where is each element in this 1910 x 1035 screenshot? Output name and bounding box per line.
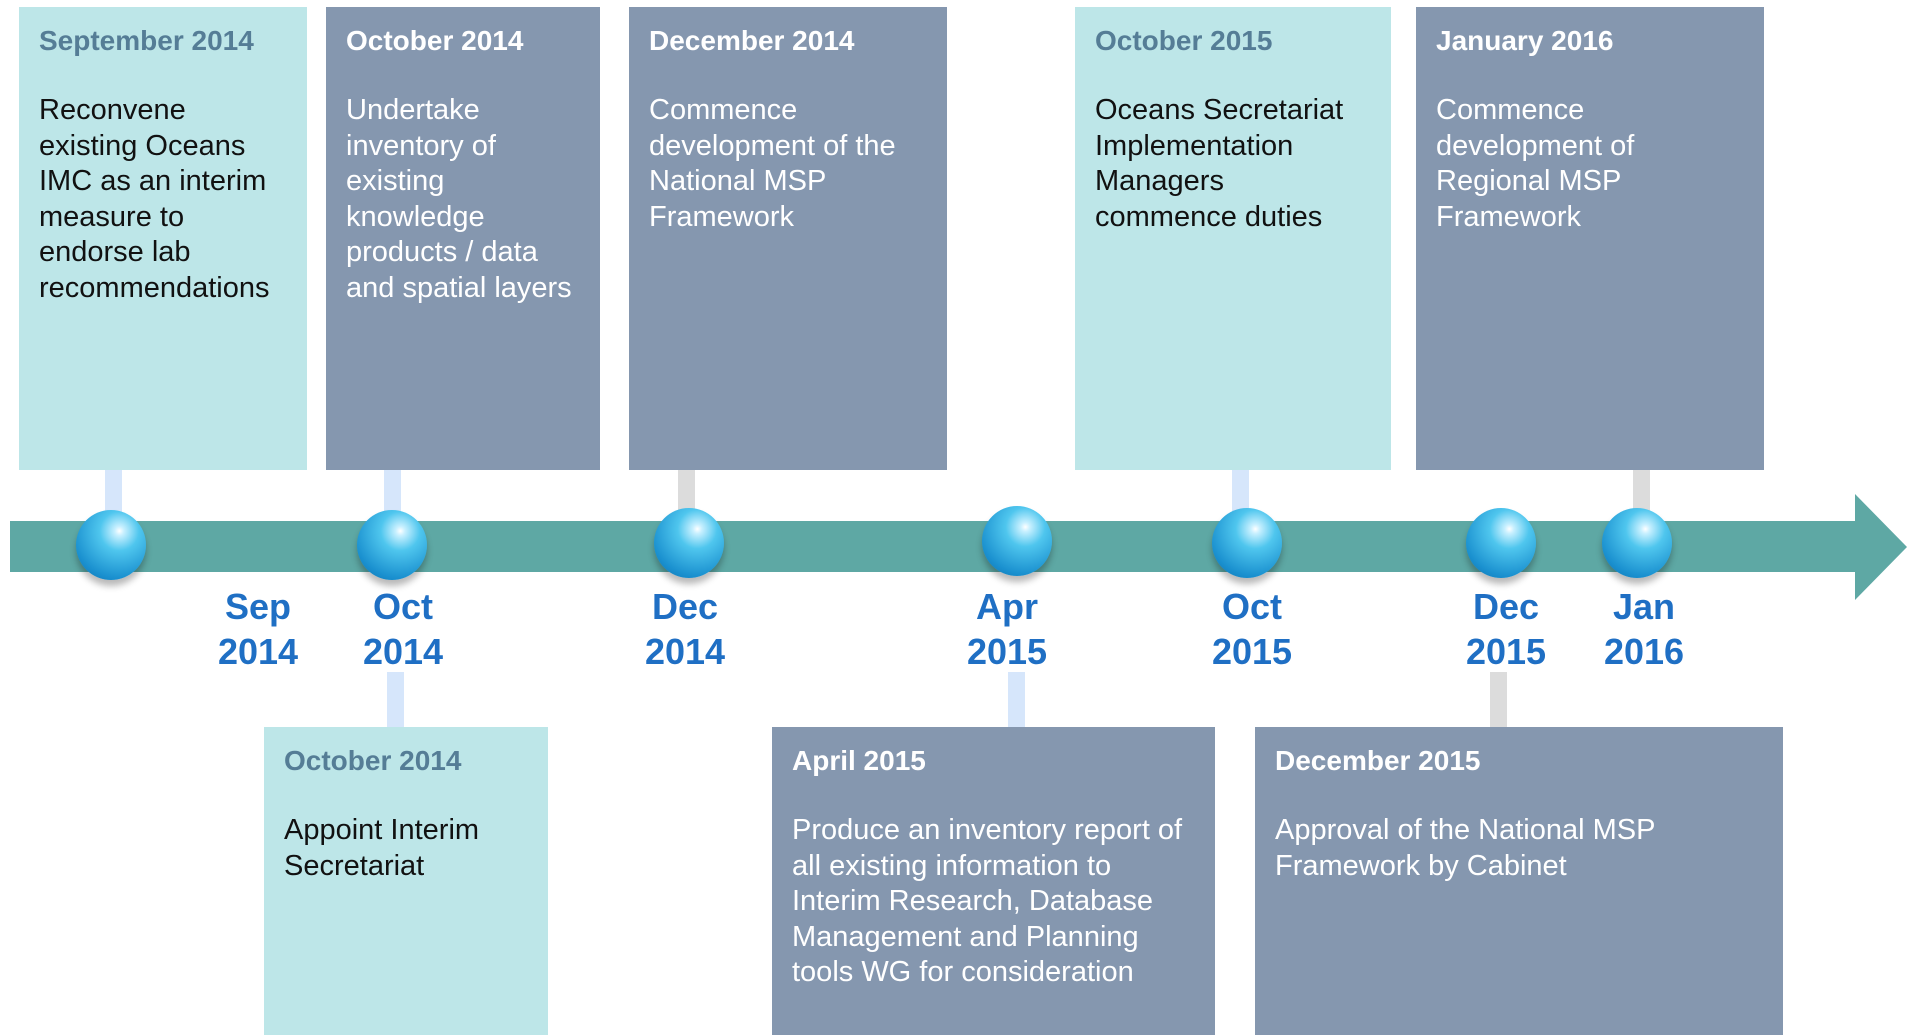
- timeline-label-year: 2015: [1211, 631, 1293, 672]
- event-card-description: Produce an inventory report of all exist…: [792, 814, 1183, 988]
- event-card-description: Commence development of the National MSP…: [649, 94, 896, 233]
- event-card-september-2014: September 2014 Reconvene existing Oceans…: [19, 7, 307, 470]
- timeline-label-month: Dec: [1472, 586, 1540, 627]
- timeline-date-label-jan-2016: Jan 2016: [1564, 584, 1724, 674]
- event-card-title: October 2015: [1095, 25, 1273, 56]
- timeline-label-year: 2015: [966, 631, 1048, 672]
- event-card-description: Undertake inventory of existing knowledg…: [346, 94, 572, 304]
- timeline-date-label-apr-2015: Apr 2015: [927, 584, 1087, 674]
- event-card-december-2015: December 2015 Approval of the National M…: [1255, 727, 1783, 1035]
- timeline-label-year: 2014: [644, 631, 726, 672]
- timeline-label-year: 2015: [1465, 631, 1547, 672]
- timeline-date-label-dec-2015: Dec 2015: [1426, 584, 1586, 674]
- event-card-october-2014-secretariat: October 2014 Appoint Interim Secretariat: [264, 727, 548, 1035]
- timeline-arrowhead: [1855, 494, 1907, 600]
- timeline-label-month: Oct: [1221, 586, 1282, 627]
- event-card-october-2014: October 2014 Undertake inventory of exis…: [326, 7, 600, 470]
- connector-apr-2015-bottom: [1008, 672, 1025, 732]
- timeline-label-month: Sep: [224, 586, 292, 627]
- event-card-title: October 2014: [284, 745, 462, 776]
- timeline-marker-oct-2015: [1212, 508, 1282, 578]
- timeline-date-label-sep-2014: Sep 2014: [178, 584, 338, 674]
- timeline-marker-apr-2015: [982, 506, 1052, 576]
- timeline-date-label-dec-2014: Dec 2014: [605, 584, 765, 674]
- timeline-marker-dec-2015: [1466, 508, 1536, 578]
- connector-dec-2015-bottom: [1490, 672, 1507, 732]
- event-card-description: Approval of the National MSP Framework b…: [1275, 814, 1655, 882]
- event-card-january-2016: January 2016 Commence development of Reg…: [1416, 7, 1764, 470]
- timeline-date-label-oct-2014: Oct 2014: [323, 584, 483, 674]
- timeline-marker-dec-2014: [654, 508, 724, 578]
- event-card-october-2015: October 2015 Oceans Secretariat Implemen…: [1075, 7, 1391, 470]
- event-card-description: Commence development of Regional MSP Fra…: [1436, 94, 1635, 233]
- timeline-marker-jan-2016: [1602, 508, 1672, 578]
- event-card-april-2015: April 2015 Produce an inventory report o…: [772, 727, 1215, 1035]
- timeline-label-month: Jan: [1612, 586, 1676, 627]
- timeline-label-month: Apr: [976, 586, 1038, 627]
- connector-oct-2014-bottom: [387, 672, 404, 732]
- timeline-date-label-oct-2015: Oct 2015: [1172, 584, 1332, 674]
- event-card-description: Appoint Interim Secretariat: [284, 814, 480, 882]
- timeline-label-month: Dec: [651, 586, 719, 627]
- event-card-title: December 2015: [1275, 745, 1481, 776]
- event-card-title: October 2014: [346, 25, 524, 56]
- event-card-title: December 2014: [649, 25, 855, 56]
- timeline-label-year: 2016: [1603, 631, 1685, 672]
- timeline-axis: [10, 521, 1858, 572]
- timeline-label-year: 2014: [362, 631, 444, 672]
- event-card-description: Reconvene existing Oceans IMC as an inte…: [39, 94, 270, 304]
- event-card-description: Oceans Secretariat Implementation Manage…: [1095, 94, 1344, 233]
- event-card-december-2014: December 2014 Commence development of th…: [629, 7, 947, 470]
- timeline-marker-sep-2014: [76, 510, 146, 580]
- timeline-marker-oct-2014: [357, 510, 427, 580]
- timeline-label-year: 2014: [217, 631, 299, 672]
- timeline-label-month: Oct: [372, 586, 433, 627]
- event-card-title: September 2014: [39, 25, 254, 56]
- event-card-title: January 2016: [1436, 25, 1614, 56]
- event-card-title: April 2015: [792, 745, 926, 776]
